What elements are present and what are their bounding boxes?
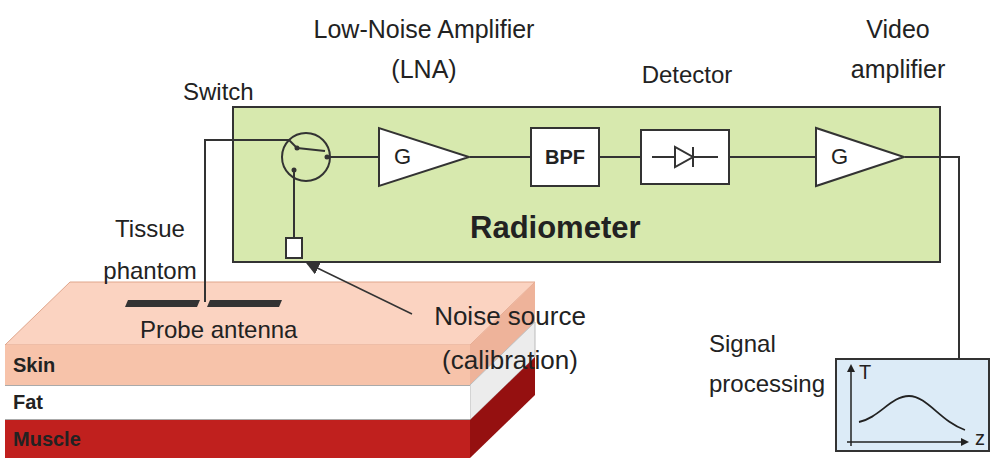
block-title: Radiometer	[470, 209, 641, 247]
leader-arrow	[307, 263, 412, 314]
block-label: Signal processing	[709, 324, 831, 404]
amplifier-triangle: Low-Noise Amplifier (LNA)G	[378, 127, 470, 187]
gain-symbol: G	[394, 143, 411, 171]
signal-wire	[600, 156, 640, 158]
gain-symbol: G	[831, 143, 848, 171]
part-label: Probe antenna	[140, 316, 297, 344]
tissue-layer: Skin	[5, 345, 470, 385]
component-label: Low-Noise Amplifier (LNA)	[294, 9, 554, 89]
axis-label: T	[859, 360, 871, 384]
noise-wire	[293, 170, 295, 238]
antenna-patch	[125, 300, 200, 307]
filter-label: BPF	[545, 146, 585, 169]
axis-label: z	[975, 426, 985, 450]
signal-wire	[730, 156, 815, 158]
callout-label: Noise source (calibration)	[418, 294, 602, 382]
noise-source-box	[286, 238, 302, 258]
component-label: Switch	[183, 78, 254, 105]
filter-box: BPF	[530, 127, 600, 187]
plot-curve	[859, 396, 965, 430]
switch-blade	[297, 148, 325, 151]
plot-axis	[850, 370, 852, 446]
plot-axis	[847, 441, 963, 443]
plot-box: Signal processingTz	[835, 358, 990, 452]
signal-wire	[470, 156, 530, 158]
diode-triangle	[675, 147, 693, 167]
switch-output-wire	[327, 156, 378, 158]
diode-bar	[692, 147, 694, 167]
tissue-layer: Muscle	[5, 420, 470, 458]
layer-label: Fat	[13, 391, 43, 414]
axis-arrow	[847, 364, 855, 372]
antenna-cable	[205, 140, 289, 302]
radiometer-housing	[233, 107, 940, 262]
part-label: Tissue phantom	[95, 208, 205, 292]
amplifier-outline	[816, 128, 904, 186]
signal-wire	[905, 157, 959, 358]
diode-symbol	[642, 131, 728, 183]
switch-symbol	[282, 133, 330, 181]
amplifier-outline	[379, 128, 469, 186]
detector-box: Detector	[640, 129, 730, 185]
component-label: Video amplifier	[838, 9, 958, 89]
amplifier-triangle: Video amplifierG	[815, 127, 905, 187]
axis-arrow	[961, 438, 969, 446]
radiometer-box: RadiometerLow-Noise Amplifier (LNA)G BPF D…	[233, 107, 940, 262]
layer-label: Muscle	[13, 428, 81, 451]
tissue-layer: Fat	[5, 385, 470, 420]
component-label: Detector	[617, 60, 757, 90]
amplifier-symbol	[815, 127, 905, 187]
layer-label: Skin	[13, 354, 55, 377]
antenna-patch	[207, 300, 282, 307]
amplifier-symbol	[378, 127, 470, 187]
